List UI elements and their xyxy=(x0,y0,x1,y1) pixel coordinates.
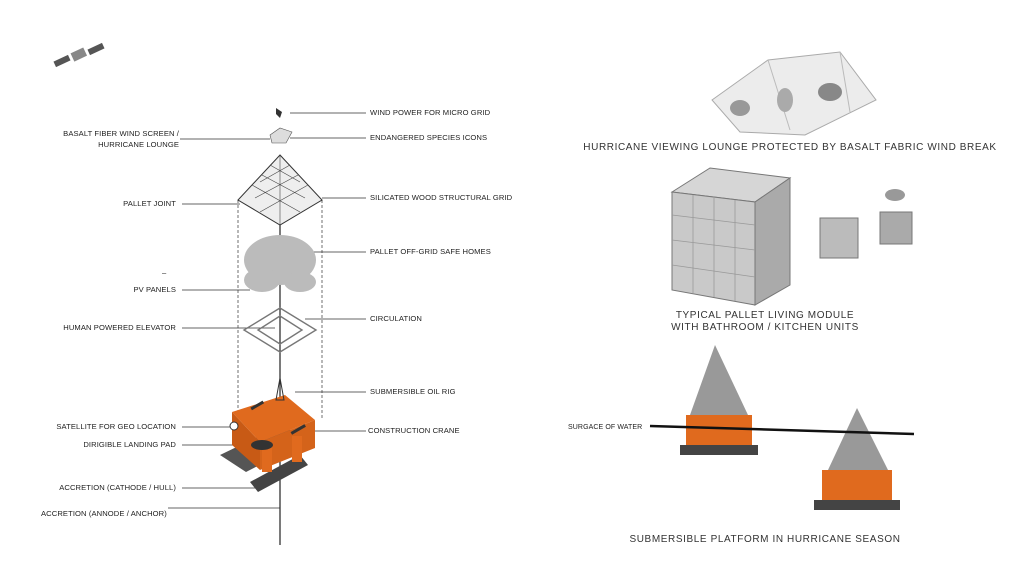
label-wood-grid: SILICATED WOOD STRUCTURAL GRID xyxy=(370,193,513,202)
lounge-icon xyxy=(269,127,293,144)
label-species-icons: ENDANGERED SPECIES ICONS xyxy=(370,133,488,142)
caption-module-2: WITH BATHROOM / KITCHEN UNITS xyxy=(671,322,859,333)
label-crane: CONSTRUCTION CRANE xyxy=(368,426,460,435)
wood-structural-grid xyxy=(237,154,323,226)
label-accretion-cathode: ACCRETION (CATHODE / HULL) xyxy=(59,483,176,492)
satellite-icon xyxy=(53,42,105,68)
caption-platform: SUBMERSIBLE PLATFORM IN HURRICANE SEASON xyxy=(629,534,901,545)
pv-marker: – xyxy=(162,268,167,277)
platform-submerged xyxy=(814,408,900,510)
pallet-homes xyxy=(244,235,316,292)
label-elevator: HUMAN POWERED ELEVATOR xyxy=(63,323,176,332)
platform-surface xyxy=(680,345,758,455)
lounge-drawing xyxy=(711,51,877,136)
label-circulation: CIRCULATION xyxy=(370,314,423,323)
label-basalt-1: BASALT FIBER WIND SCREEN / xyxy=(63,129,179,138)
label-pallet-joint: PALLET JOINT xyxy=(123,199,176,208)
wind-turbine-icon xyxy=(276,108,282,118)
label-safe-homes: PALLET OFF-GRID SAFE HOMES xyxy=(370,247,491,256)
pallet-module-drawing xyxy=(670,167,913,306)
caption-water-surface: SURGACE OF WATER xyxy=(568,424,643,431)
label-accretion-anode: ACCRETION (ANNODE / ANCHOR) xyxy=(41,509,167,518)
oil-rig xyxy=(220,377,315,492)
leader-lines xyxy=(168,112,366,509)
label-satellite: SATELLITE FOR GEO LOCATION xyxy=(56,422,176,431)
water-surface-line xyxy=(649,424,915,436)
label-dirigible: DIRIGIBLE LANDING PAD xyxy=(83,440,176,449)
label-basalt-2: HURRICANE LOUNGE xyxy=(98,140,179,149)
label-pv-panels: PV PANELS xyxy=(133,285,176,294)
label-wind-power: WIND POWER FOR MICRO GRID xyxy=(370,108,491,117)
caption-lounge: HURRICANE VIEWING LOUNGE PROTECTED BY BA… xyxy=(583,142,997,153)
circulation-frame xyxy=(242,307,318,353)
caption-module-1: TYPICAL PALLET LIVING MODULE xyxy=(675,310,855,321)
label-oil-rig: SUBMERSIBLE OIL RIG xyxy=(370,387,456,396)
